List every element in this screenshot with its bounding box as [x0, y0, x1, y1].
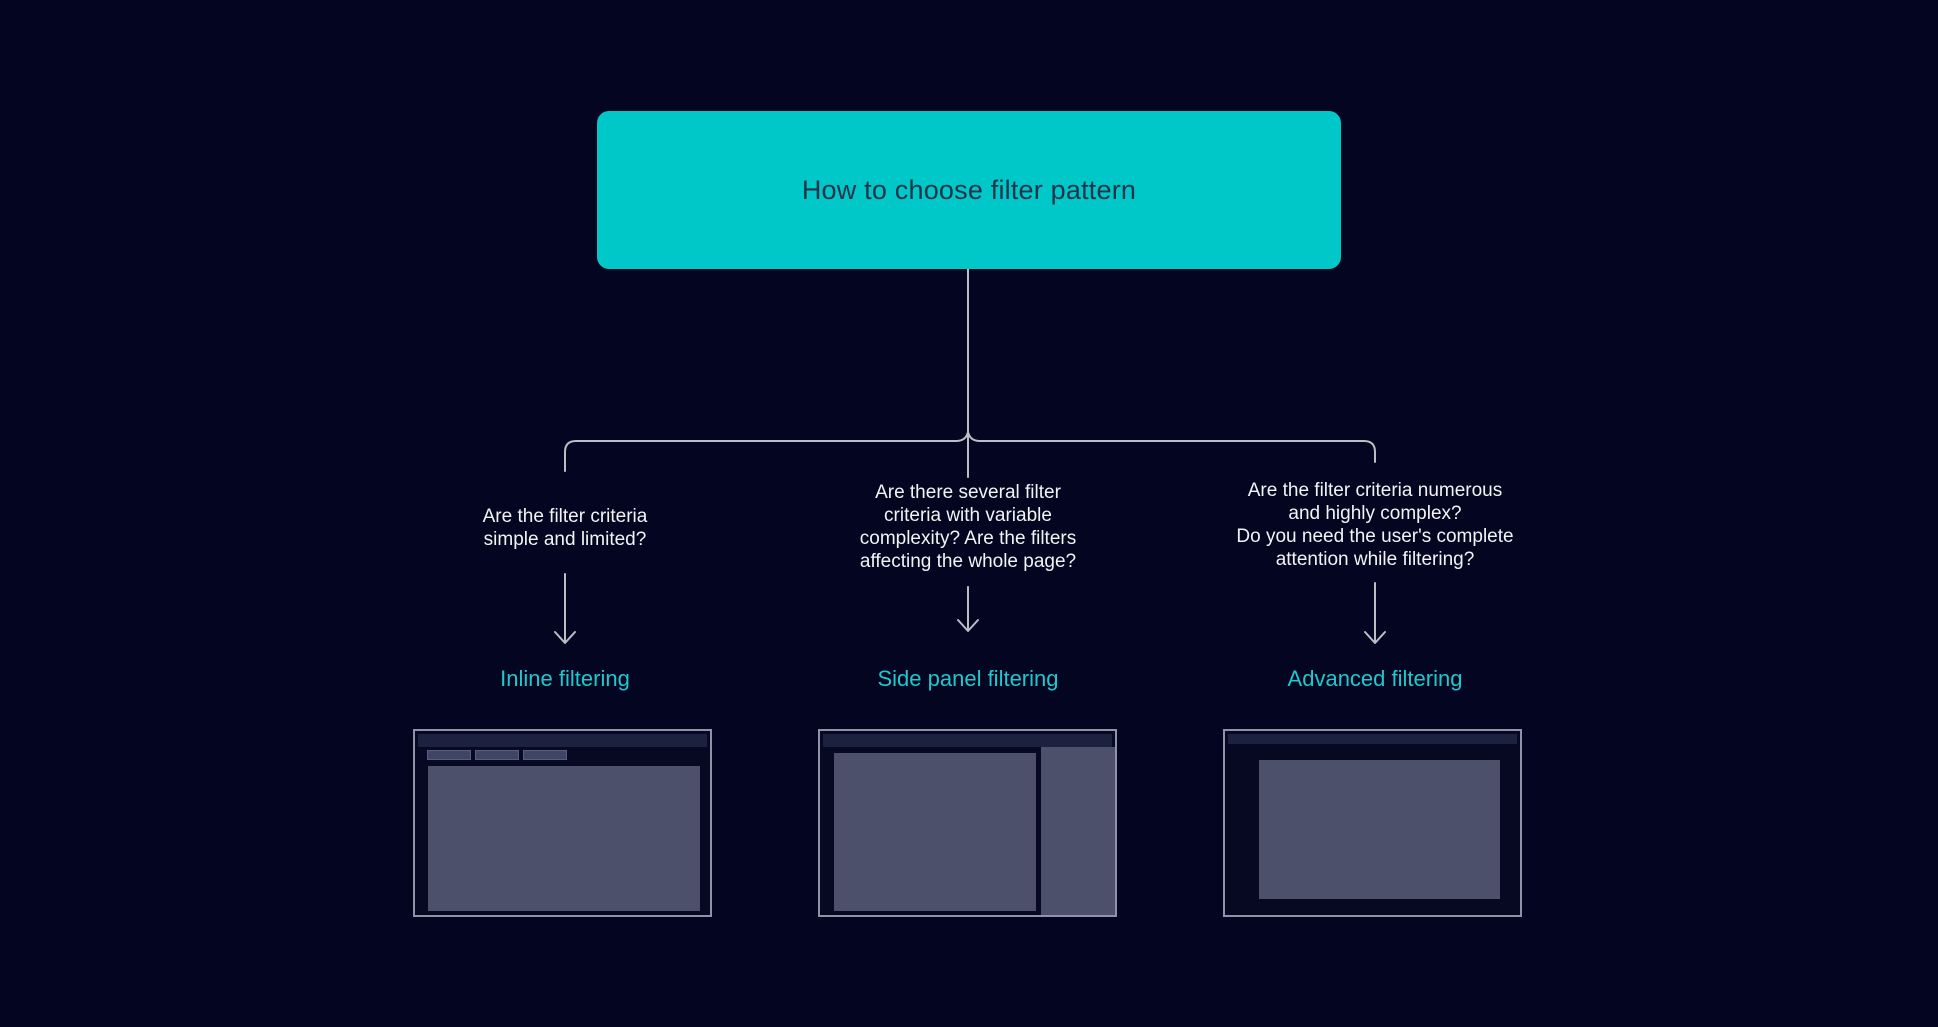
inline-filtering-wireframe — [413, 729, 712, 917]
wireframe-filter-chip — [475, 750, 519, 760]
right-branch-connector-line — [967, 431, 1376, 463]
wireframe-content-area — [834, 753, 1036, 911]
branch-question-side-panel-filtering: Are there several filter criteria with v… — [859, 482, 1077, 572]
wireframe-header-bar — [1228, 734, 1517, 744]
wireframe-filter-chip — [523, 750, 567, 760]
left-branch-connector-line — [564, 431, 969, 472]
root-node-title: How to choose filter pattern — [801, 174, 1137, 205]
middle-down-arrow-head-icon — [957, 619, 979, 632]
branch-label-side-panel-filtering: Side panel filtering — [877, 666, 1059, 691]
wireframe-header-bar — [418, 734, 707, 747]
wireframe-header-bar — [823, 734, 1112, 747]
wireframe-filter-chip-row — [427, 750, 567, 760]
root-node: How to choose filter pattern — [597, 111, 1341, 269]
branch-label-advanced-filtering: Advanced filtering — [1287, 666, 1463, 691]
branch-question-inline-filtering: Are the filter criteria simple and limit… — [482, 506, 648, 550]
wireframe-filter-side-panel — [1041, 747, 1115, 915]
side-panel-filtering-wireframe — [818, 729, 1117, 917]
left-down-arrow-head-icon — [554, 631, 576, 644]
wireframe-filter-modal — [1259, 760, 1500, 899]
branch-question-advanced-filtering: Are the filter criteria numerous and hig… — [1236, 480, 1514, 570]
wireframe-filter-chip — [427, 750, 471, 760]
branch-label-inline-filtering: Inline filtering — [500, 666, 630, 691]
advanced-filtering-wireframe — [1223, 729, 1522, 917]
right-down-arrow-head-icon — [1364, 631, 1386, 644]
wireframe-content-area — [428, 766, 700, 911]
